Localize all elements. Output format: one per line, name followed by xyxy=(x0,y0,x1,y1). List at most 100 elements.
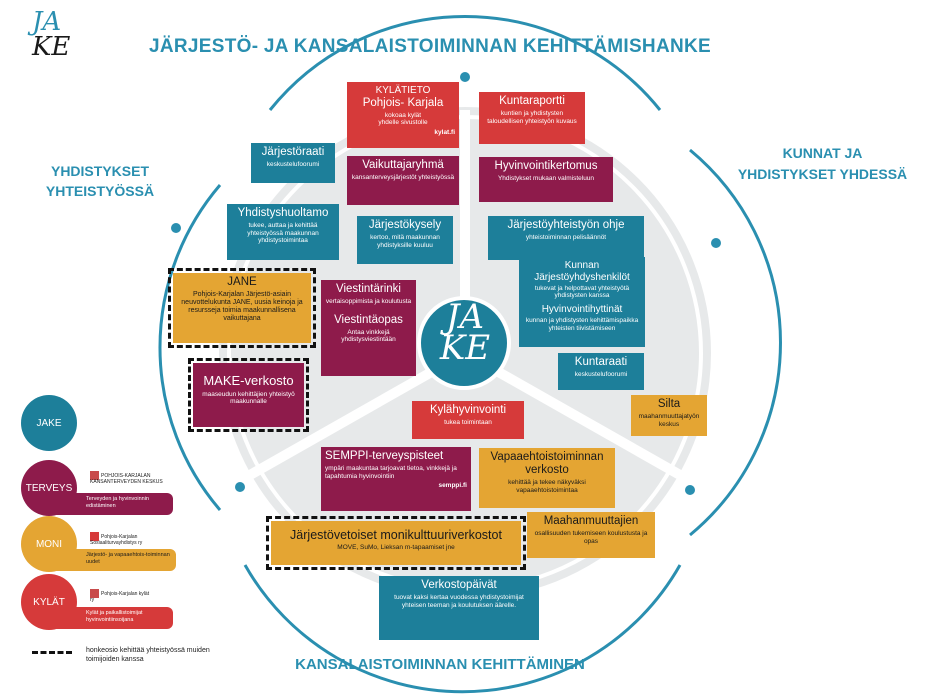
kuntaraportti-sub: kuntien ja yhdistysten taloudellisen yht… xyxy=(487,110,577,125)
hyvinvointikertomus-sub: Yhdistykset mukaan valmisteluun xyxy=(497,175,595,183)
vaikuttajaryhma-sub: kansanterveysjärjestöt yhteistyössä xyxy=(351,174,455,182)
vapaaehtois-title: Vapaaehtoistoiminnan verkosto xyxy=(490,451,604,477)
left-heading-line1: YHDISTYKSET xyxy=(50,163,149,179)
vapaaehtois-sub2: vapaaehtoistoimintaa xyxy=(516,486,578,494)
legend-terveys-desc: Terveyden ja hyvinvoinnin edistäminen xyxy=(86,496,149,509)
silta-box: Silta maahanmuuttajatyön keskus xyxy=(631,395,707,436)
org-logo-icon xyxy=(90,471,99,480)
left-heading: YHDISTYKSET YHTEISTYÖSSÄ xyxy=(30,162,170,201)
org-logo-icon xyxy=(90,589,99,598)
maahanmuuttajien-box: Maahanmuuttajien osallisuuden tukemiseen… xyxy=(527,512,655,558)
legend-moni: MONI xyxy=(21,516,77,572)
kylatieto-sub1: kokoaa kylät xyxy=(384,111,422,119)
right-heading-line1: KUNNAT JA xyxy=(782,145,863,161)
center-logo: JA KE xyxy=(432,297,498,364)
legend-kylat-desc: Kylät ja paikallistoimijat hyvinvointiin… xyxy=(86,610,143,623)
jake-logo: JA KE xyxy=(32,7,72,62)
legend-terveys-label: TERVEYS xyxy=(25,482,73,494)
vaikuttajaryhma-title: Vaikuttajaryhmä xyxy=(362,159,444,171)
ring-arc-top xyxy=(268,14,662,111)
main-title: JÄRJESTÖ- JA KANSALAISTOIMINNAN KEHITTÄM… xyxy=(149,36,711,57)
kunnan-sub: tukevat ja helpottavat yhteistyötä yhdis… xyxy=(534,285,630,300)
make-box: MAKE-verkosto maaseudun kehittäjien yhte… xyxy=(188,358,309,432)
monikulttuuri-title: Järjestövetoiset monikulttuuriverkostot xyxy=(290,528,502,542)
yhdistyshuoltamo-box: Yhdistyshuoltamo tukee, auttaa ja kehitt… xyxy=(227,204,339,260)
verkostopaivat-box: Verkostopäivät tuovat kaksi kertaa vuode… xyxy=(379,576,539,640)
silta-sub: maahanmuuttajatyön keskus xyxy=(638,413,700,428)
org-logo-icon xyxy=(90,532,99,541)
kuntaraportti-box: Kuntaraportti kuntien ja yhdistysten tal… xyxy=(479,92,585,144)
yhdistyshuoltamo-title: Yhdistyshuoltamo xyxy=(237,207,329,219)
silta-title: Silta xyxy=(657,398,681,410)
center-logo-line1: JA xyxy=(445,297,485,337)
center-circle xyxy=(417,296,511,390)
jarjestoraati-sub: keskustelufoorumi xyxy=(266,161,320,169)
logo-line2: KE xyxy=(32,31,71,62)
kuntaraati-box: Kuntaraati keskustelufoorumi xyxy=(558,353,644,390)
legend-moni-org: Pohjois-Karjalan Sosiaaliturvayhdistys r… xyxy=(90,532,176,547)
legend-moni-bar: Järjestö- ja vapaaehtois-toiminnan uudet xyxy=(48,549,176,571)
viestinta-box: Viestintärinki vertaisoppimista ja koulu… xyxy=(321,280,416,376)
kylahyvinvointi-box: Kylähyvinvointi tukea toimintaan xyxy=(412,401,524,439)
maahanmuuttajien-sub: osallisuuden tukemiseen koulustusta ja o… xyxy=(534,530,648,545)
viestintaopas-title: Viestintäopas xyxy=(334,313,403,326)
ring-dot xyxy=(235,482,245,492)
legend-dashed-line xyxy=(32,651,72,654)
legend-kylat-org-text: Pohjois-Karjalan kylät ry xyxy=(90,590,150,603)
kunnan-title: Kunnan Järjestöyhdyshenkilöt xyxy=(534,260,630,283)
kuntaraportti-title: Kuntaraportti xyxy=(499,95,565,107)
kylatieto-sub2: yhdelle sivustolle xyxy=(378,119,428,127)
kylatieto-title2: Pohjois- Karjala xyxy=(362,96,444,109)
legend-kylat: KYLÄT xyxy=(21,574,77,630)
separator xyxy=(462,348,683,480)
left-heading-line2: YHTEISTYÖSSÄ xyxy=(45,182,155,199)
vapaaehtois-box: Vapaaehtoistoiminnan verkosto kehittää j… xyxy=(479,448,615,508)
ohje-box: Järjestöyhteistyön ohje yhteistoiminnan … xyxy=(488,216,644,260)
ring-arc-left xyxy=(158,184,222,511)
jarjestokysely-box: Järjestökysely kertoo, mitä maakunnan yh… xyxy=(357,216,453,264)
verkostopaivat-title: Verkostopäivät xyxy=(421,579,497,591)
hyvinvointikertomus-box: Hyvinvointikertomus Yhdistykset mukaan v… xyxy=(479,157,613,202)
ring-dot xyxy=(711,238,721,248)
ring-dot xyxy=(460,72,470,82)
ring-dot xyxy=(171,223,181,233)
make-sub: maaseudun kehittäjien yhteistyö maakunna… xyxy=(202,390,295,406)
verkostopaivat-sub: tuovat kaksi kertaa vuodessa yhdistystoi… xyxy=(394,594,524,609)
kunnan-box: Kunnan Järjestöyhdyshenkilöt tukevat ja … xyxy=(519,257,645,347)
legend-terveys: TERVEYS xyxy=(21,460,77,516)
make-title: MAKE-verkosto xyxy=(203,373,294,388)
jarjestokysely-sub: kertoo, mitä maakunnan yhdistyksille kuu… xyxy=(370,234,440,249)
jarjestoraati-title: Järjestöraati xyxy=(261,146,325,158)
legend-dashed-note: honkeosio kehittää yhteistyössä muiden t… xyxy=(86,647,210,664)
kunnan-sub2: kunnan ja yhdistysten kehittämispaikka y… xyxy=(525,317,639,332)
legend-kylat-bar: Kylät ja paikallistoimijat hyvinvointiin… xyxy=(48,607,173,629)
semppi-web: semppi.fi xyxy=(438,482,467,490)
ring-arc-bottom xyxy=(243,564,682,694)
legend-moni-org-text: Pohjois-Karjalan Sosiaaliturvayhdistys r… xyxy=(90,533,143,546)
semppi-box: SEMPPI-terveyspisteet ympäri maakuntaa t… xyxy=(321,447,471,511)
kunnan-title2: Hyvinvointihyttinät xyxy=(541,303,623,315)
vaikuttajaryhma-box: Vaikuttajaryhmä kansanterveysjärjestöt y… xyxy=(347,156,459,205)
ring-dot xyxy=(685,485,695,495)
right-heading-line2: YHDISTYKSET YHDESSÄ xyxy=(737,166,908,182)
right-heading: KUNNAT JA YHDISTYKSET YHDESSÄ xyxy=(720,143,925,185)
kuntaraati-title: Kuntaraati xyxy=(574,356,628,368)
jarjestoraati-box: Järjestöraati keskustelufoorumi xyxy=(251,143,335,183)
viestintarinki-sub: vertaisoppimista ja koulutusta xyxy=(325,298,412,306)
logo-line1: JA xyxy=(32,7,62,37)
jane-sub: Pohjois-Karjalan Järjestö-asiain neuvott… xyxy=(181,291,303,323)
hyvinvointikertomus-title: Hyvinvointikertomus xyxy=(494,160,598,172)
jane-box: JANE Pohjois-Karjalan Järjestö-asiain ne… xyxy=(168,268,316,348)
legend-kylat-org: Pohjois-Karjalan kylät ry xyxy=(90,589,150,604)
viestintarinki-title: Viestintärinki xyxy=(336,283,401,295)
legend-jake-label: JAKE xyxy=(36,417,62,429)
ohje-sub: yhteistoiminnan pelisäännöt xyxy=(525,234,607,242)
viestintaopas-sub: Antaa vinkkejä yhdistysviestintään xyxy=(341,328,396,344)
vapaaehtois-sub1: kehittää ja tekee näkyväksi xyxy=(508,479,586,487)
legend-terveys-org-text: POHJOIS-KARJALAN KANSANTERVEYDEN KESKUS xyxy=(90,472,163,485)
jarjestokysely-title: Järjestökysely xyxy=(368,219,442,231)
semppi-title: SEMPPI-terveyspisteet xyxy=(325,450,444,462)
legend-moni-desc: Järjestö- ja vapaaehtois-toiminnan uudet xyxy=(86,552,170,565)
legend-terveys-org: POHJOIS-KARJALAN KANSANTERVEYDEN KESKUS xyxy=(90,471,172,486)
